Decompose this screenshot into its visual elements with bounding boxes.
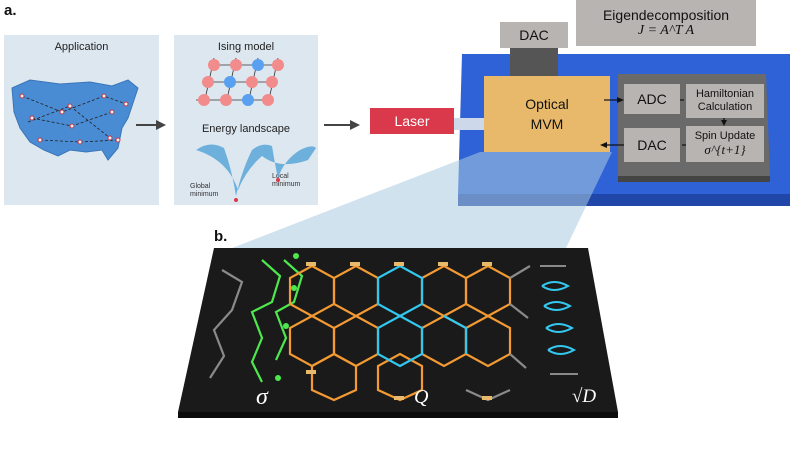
eigendecomposition-block: Eigendecomposition J = A^T A: [576, 0, 756, 46]
spin-update-math: σ^{t+1}: [704, 142, 746, 157]
spin-update-block: Spin Update σ^{t+1}: [686, 126, 764, 162]
eigendecomposition-title: Eigendecomposition: [602, 7, 730, 23]
panel-b-label: b.: [214, 228, 228, 245]
energy-landscape-title: Energy landscape: [201, 123, 291, 135]
dac-top-block: DAC: [500, 22, 568, 48]
hamiltonian-block: Hamiltonian Calculation: [686, 84, 764, 118]
laser-block: Laser: [370, 108, 454, 134]
local-minimum-label: Local minimum: [272, 173, 301, 188]
panel-a-label: a.: [4, 2, 17, 19]
sigma-label: σ: [256, 384, 268, 410]
eigen-equation: J = A^T A: [637, 23, 695, 38]
ising-title: Ising model: [217, 41, 275, 53]
global-minimum-label: Global minimum: [190, 183, 219, 198]
sqrt-d-label: √D: [572, 386, 597, 407]
q-label: Q: [414, 386, 429, 408]
application-title: Application: [54, 41, 109, 53]
dac-inner-block: DAC: [624, 128, 680, 162]
ising-box: Ising model Energy landscape Global mini…: [174, 35, 318, 205]
optical-mvm-block: Optical MVM: [484, 76, 610, 152]
spin-update-title: Spin Update: [694, 130, 756, 142]
adc-block: ADC: [624, 84, 680, 114]
